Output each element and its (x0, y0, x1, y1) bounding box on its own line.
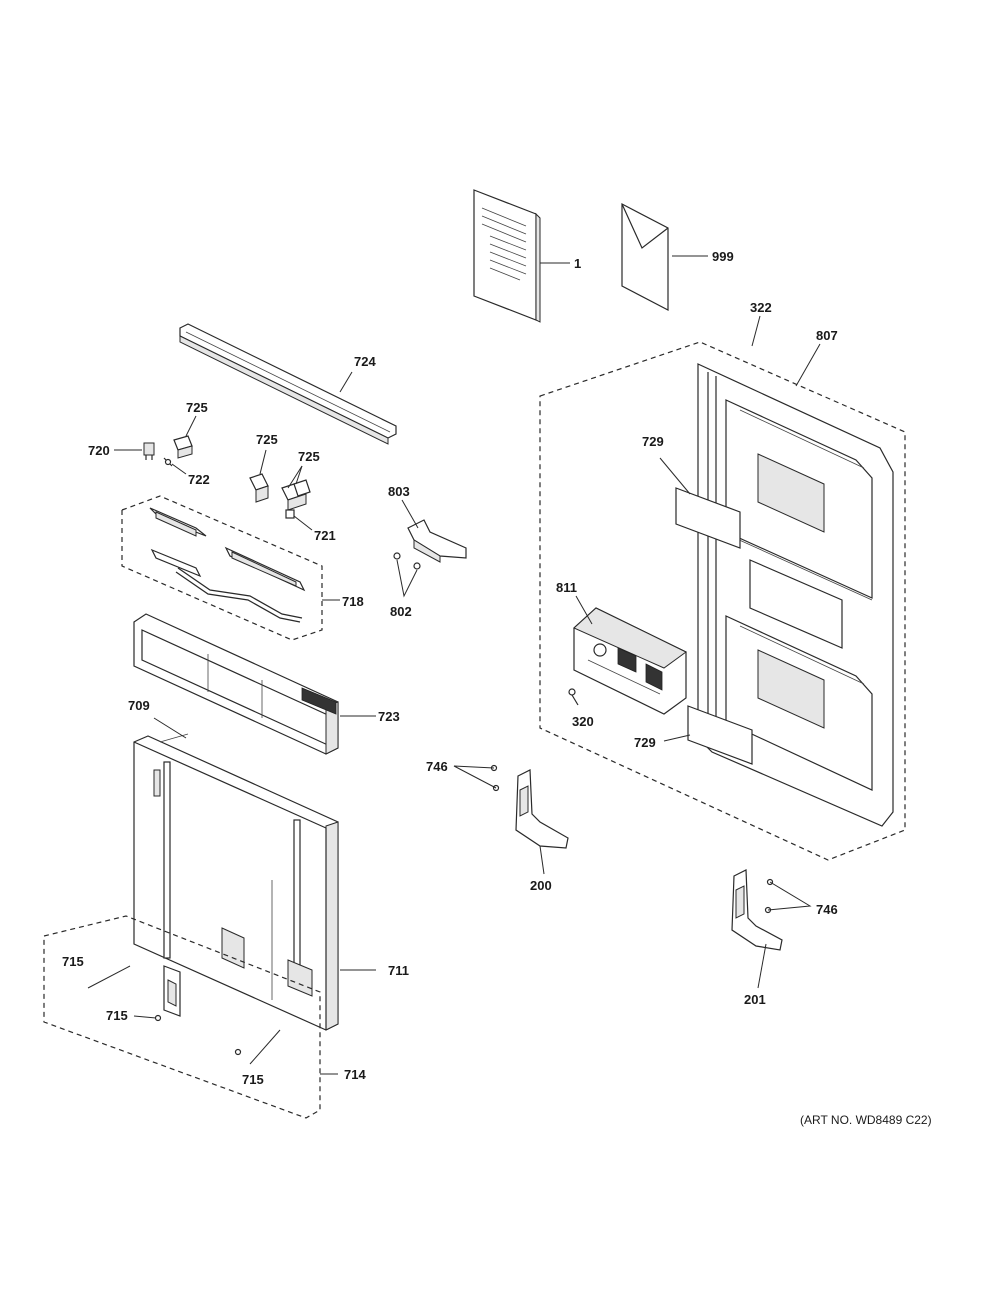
screw-320[interactable] (568, 688, 579, 706)
callout-1: 1 (574, 256, 581, 271)
callout-723: 723 (378, 709, 400, 724)
screws-802[interactable] (393, 552, 421, 570)
clip-720[interactable] (143, 442, 155, 460)
callout-720: 720 (88, 443, 110, 458)
callout-746-a: 746 (426, 759, 448, 774)
callout-725-c: 725 (298, 449, 320, 464)
clip-725-c[interactable] (281, 479, 311, 511)
callout-811: 811 (556, 580, 577, 595)
hinge-201[interactable] (731, 869, 783, 951)
callout-746-b: 746 (816, 902, 838, 917)
callout-201: 201 (744, 992, 766, 1007)
clip-725-b[interactable] (249, 473, 269, 503)
bracket-803[interactable] (407, 519, 467, 563)
screw-715-b[interactable] (234, 1048, 242, 1056)
callout-715-a: 715 (62, 954, 84, 969)
callout-725-a: 725 (186, 400, 208, 415)
callout-715-b: 715 (106, 1008, 128, 1023)
screws-746-b[interactable] (764, 878, 774, 914)
callout-709: 709 (128, 698, 150, 713)
callout-802: 802 (390, 604, 412, 619)
vent-strip-part[interactable] (179, 323, 397, 445)
art-number-caption: (ART NO. WD8489 C22) (800, 1113, 932, 1127)
callout-711: 711 (388, 963, 409, 978)
callout-725-b: 725 (256, 432, 278, 447)
callout-200: 200 (530, 878, 552, 893)
label-pad-lower[interactable] (687, 705, 753, 765)
callout-715-c: 715 (242, 1072, 264, 1087)
inner-door-panel[interactable] (133, 733, 339, 1031)
callout-721: 721 (314, 528, 336, 543)
callout-714: 714 (344, 1067, 366, 1082)
envelope-part[interactable] (621, 203, 669, 311)
callout-803: 803 (388, 484, 410, 499)
latch-assembly-714[interactable] (43, 915, 321, 1119)
callout-729-a: 729 (642, 434, 664, 449)
manual-part[interactable] (473, 189, 541, 323)
screw-715-a[interactable] (154, 1014, 162, 1022)
callout-999: 999 (712, 249, 734, 264)
clip-722[interactable] (163, 457, 173, 467)
label-pad-upper[interactable] (675, 487, 741, 549)
callout-724: 724 (354, 354, 376, 369)
clip-725-a[interactable] (173, 435, 193, 459)
board-assembly-718[interactable] (121, 495, 323, 641)
callout-807: 807 (816, 328, 838, 343)
callout-718: 718 (342, 594, 364, 609)
callout-729-b: 729 (634, 735, 656, 750)
clip-721[interactable] (285, 509, 295, 519)
control-panel-frame[interactable] (133, 613, 339, 755)
hinge-200[interactable] (515, 769, 569, 849)
callout-722: 722 (188, 472, 210, 487)
callout-320: 320 (572, 714, 594, 729)
callout-322: 322 (750, 300, 772, 315)
control-module-part[interactable] (573, 607, 687, 715)
outer-door-assembly[interactable] (539, 341, 906, 861)
